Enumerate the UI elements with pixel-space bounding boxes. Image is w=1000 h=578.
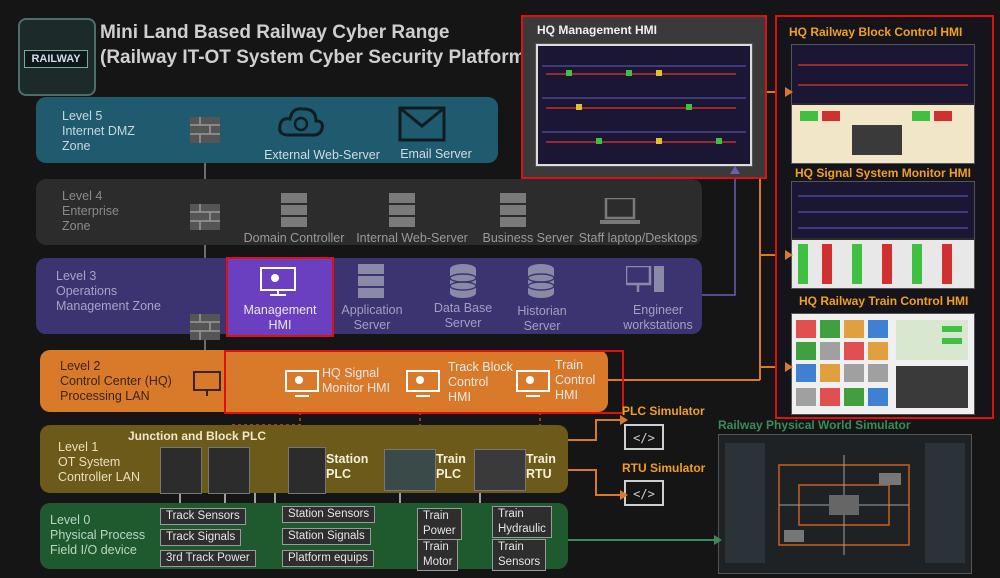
train-plc-label: Train PLC: [436, 452, 466, 481]
historian-server-label: Historian Server: [517, 304, 567, 333]
level4-label: Level 4 Enterprise Zone: [62, 189, 119, 233]
train-hydraulic-box: Train Hydraulic: [492, 506, 552, 538]
hq-signal-monitor-hmi-label[interactable]: HQ Signal Monitor HMI: [322, 366, 391, 395]
station-sensors-box: Station Sensors: [282, 506, 376, 523]
level0-label: Level 0 Physical Process Field I/O devic…: [50, 513, 146, 557]
block-plc-device: [208, 447, 250, 494]
world-simulator-label: Railway Physical World Simulator: [718, 418, 911, 432]
svg-text:</>: </>: [633, 487, 655, 501]
hq-management-hmi-title: HQ Management HMI: [537, 23, 658, 37]
train-power-box: Train Power: [417, 508, 462, 540]
train-plc-device: [384, 449, 436, 491]
hmi-monitor-icon: [260, 267, 296, 296]
plc-simulator-label: PLC Simulator: [622, 404, 705, 418]
train-rtu-device: [474, 449, 526, 491]
management-hmi-label: Management HMI: [243, 303, 317, 332]
workstation-icon: [626, 266, 664, 292]
signal-monitor-hmi-screen: [792, 182, 974, 288]
track-block-control-hmi-label[interactable]: Track Block Control HMI: [448, 360, 513, 404]
engineer-workstations-label: Engineer workstations: [623, 303, 693, 332]
track-power-box: 3rd Track Power: [160, 550, 256, 567]
hmi-monitor-icon: [406, 370, 440, 397]
level1-label: Level 1 OT System Controller LAN: [58, 440, 140, 484]
hmi-monitor-icon: [285, 370, 319, 397]
block-control-hmi-screen: [792, 45, 974, 163]
station-plc-label: Station PLC: [326, 452, 369, 481]
station-plc-device: [288, 447, 326, 494]
database-icon: [450, 264, 476, 298]
rtu-simulator-label: RTU Simulator: [622, 461, 706, 475]
code-window-icon: </>: [624, 424, 664, 450]
management-hmi-node[interactable]: Management HMI: [226, 257, 334, 337]
level5-label: Level 5 Internet DMZ Zone: [62, 109, 135, 153]
server-icon: [281, 193, 307, 227]
signal-monitor-hmi-title: HQ Signal System Monitor HMI: [795, 166, 972, 180]
junction-block-plc-label: Junction and Block PLC: [128, 429, 267, 443]
external-web-server-label: External Web-Server: [264, 148, 380, 162]
laptop-icon: [600, 198, 640, 224]
application-server-label: Application Server: [341, 303, 403, 332]
hq-management-hmi-panel: HQ Management HMI: [521, 15, 767, 179]
hq-management-hmi-screen: [538, 46, 750, 164]
level2-hmi-group: [224, 350, 624, 414]
junction-plc-device: [160, 447, 202, 494]
firewall-icon: [190, 117, 220, 143]
staff-laptop-label: Staff laptop/Desktops: [578, 231, 698, 245]
svg-text:</>: </>: [633, 431, 655, 445]
hq-management-hmi-screenshot: [535, 43, 753, 167]
level3-label: Level 3 Operations Management Zone: [56, 269, 161, 313]
track-sensors-box: Track Sensors: [160, 508, 246, 525]
firewall-icon: [190, 314, 220, 340]
train-control-hmi-title: HQ Railway Train Control HMI: [799, 294, 969, 308]
hmi-screenshots-column: HQ Railway Block Control HMI HQ Signal S…: [775, 15, 994, 419]
firewall-icon: [190, 204, 220, 230]
train-control-hmi-screen: [792, 314, 974, 414]
train-sensors-box: Train Sensors: [492, 539, 547, 571]
level2-label: Level 2 Control Center (HQ) Processing L…: [60, 359, 172, 403]
logo-text: RAILWAY: [24, 50, 88, 68]
train-control-hmi-screenshot: [791, 313, 975, 415]
email-envelope-icon: [398, 106, 446, 142]
business-server-label: Business Server: [482, 231, 574, 245]
database-server-label: Data Base Server: [433, 301, 493, 330]
cloud-sync-icon: [278, 107, 324, 137]
hmi-monitor-icon: [516, 370, 550, 397]
server-icon: [389, 193, 415, 227]
track-signals-box: Track Signals: [160, 529, 242, 546]
level4-band: [36, 179, 702, 245]
server-icon: [358, 264, 384, 298]
code-window-icon: </>: [624, 480, 664, 506]
block-control-hmi-screenshot: [791, 44, 975, 164]
world-simulator-map: [725, 443, 965, 563]
station-signals-box: Station Signals: [282, 528, 371, 545]
title-line1: Mini Land Based Railway Cyber Range: [100, 22, 450, 43]
monitor-icon: [193, 371, 221, 396]
train-control-hmi-label[interactable]: Train Control HMI: [555, 358, 596, 402]
title-line2: (Railway IT-OT System Cyber Security Pla…: [100, 47, 532, 68]
block-control-hmi-title: HQ Railway Block Control HMI: [789, 25, 963, 39]
domain-controller-label: Domain Controller: [243, 231, 345, 245]
platform-equips-box: Platform equips: [282, 550, 374, 567]
internal-web-server-label: Internal Web-Server: [356, 231, 468, 245]
train-motor-box: Train Motor: [417, 539, 459, 571]
railway-logo: RAILWAY: [18, 18, 96, 96]
level2-band: [40, 350, 608, 412]
world-simulator-screenshot: [718, 434, 972, 574]
database-icon: [528, 264, 554, 298]
page-title: Mini Land Based Railway Cyber Range (Rai…: [100, 20, 532, 70]
email-server-label: Email Server: [400, 147, 472, 161]
signal-monitor-hmi-screenshot: [791, 181, 975, 289]
server-icon: [500, 193, 526, 227]
train-rtu-label: Train RTU: [526, 452, 556, 481]
